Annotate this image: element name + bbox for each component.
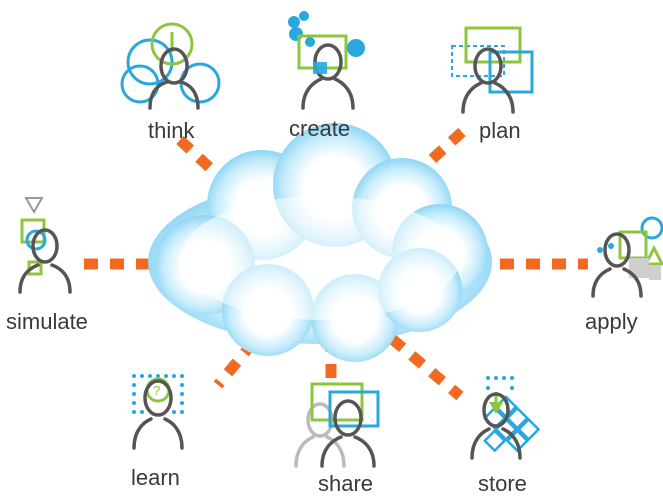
apply-icon	[591, 216, 663, 298]
svg-text:?: ?	[153, 383, 160, 398]
plan-icon	[451, 26, 534, 114]
store-icon	[470, 376, 541, 460]
label-think: think	[148, 118, 195, 143]
label-apply: apply	[585, 309, 638, 334]
connector-store	[368, 317, 464, 401]
label-simulate: simulate	[6, 309, 88, 334]
create-icon	[288, 11, 365, 110]
simulate-icon	[18, 197, 72, 294]
cloud-shape	[148, 123, 492, 362]
learn-icon: ?	[132, 374, 184, 450]
label-store: store	[478, 471, 527, 496]
label-share: share	[318, 471, 374, 496]
label-learn: learn	[131, 465, 180, 490]
think-icon	[120, 22, 221, 110]
share-icon	[294, 382, 380, 468]
label-create: create	[289, 116, 351, 141]
label-plan: plan	[479, 118, 521, 143]
